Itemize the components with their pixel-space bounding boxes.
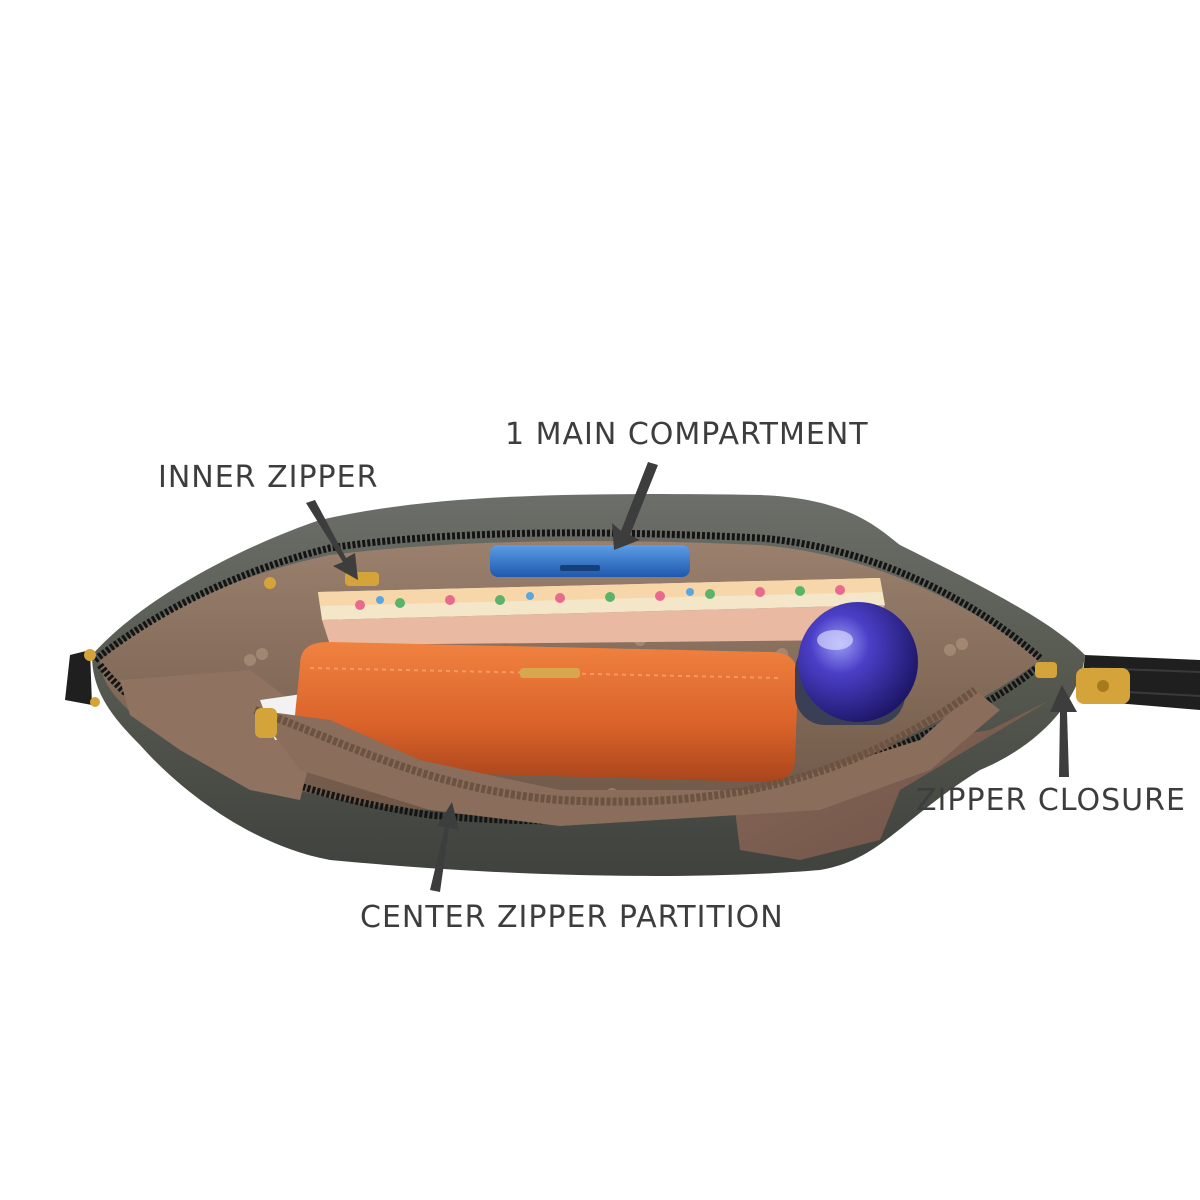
arrow-zipper-closure xyxy=(1050,685,1077,777)
arrow-inner-zipper xyxy=(306,500,358,580)
zipper-pull-right xyxy=(1035,662,1130,704)
top-zipper-track xyxy=(92,529,1043,663)
main-compartment-label: 1 MAIN COMPARTMENT xyxy=(505,417,869,452)
center-zipper-track xyxy=(253,686,978,806)
center-zipper-partition-label: CENTER ZIPPER PARTITION xyxy=(360,900,784,935)
zipper-closure-label: ZIPPER CLOSURE xyxy=(916,783,1186,818)
floral-notebook xyxy=(318,578,885,645)
bottle xyxy=(795,602,918,725)
arrow-center-partition xyxy=(430,802,459,892)
zipper-pull-pocket xyxy=(255,708,277,738)
bag-strap-left xyxy=(65,650,92,705)
arrow-main-compartment xyxy=(612,462,658,550)
phone xyxy=(490,545,690,577)
orange-wallet xyxy=(292,642,798,782)
inner-zipper-label: INNER ZIPPER xyxy=(158,460,379,495)
hardware-ring-left xyxy=(84,577,276,707)
center-partition xyxy=(255,690,1000,826)
